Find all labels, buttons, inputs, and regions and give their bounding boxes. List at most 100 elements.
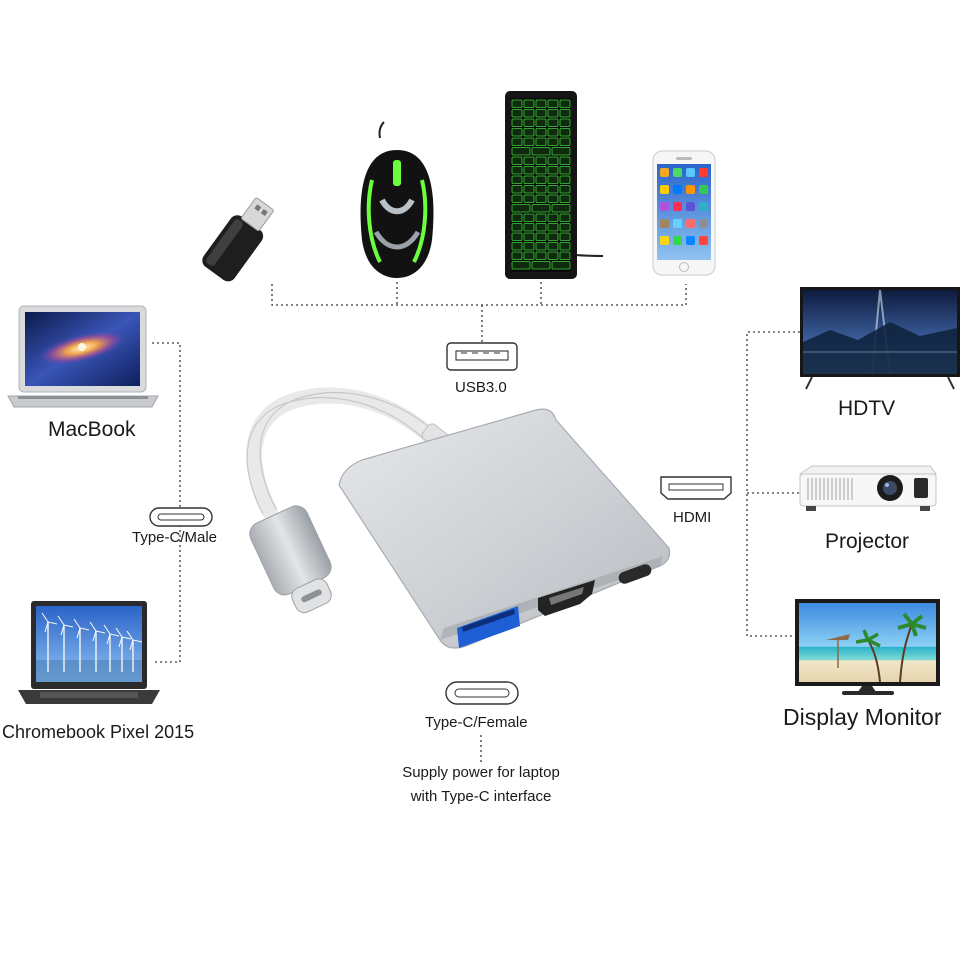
keyboard-key xyxy=(547,156,559,165)
keyboard-key xyxy=(559,232,571,241)
keyboard-key xyxy=(511,251,523,260)
app-icon xyxy=(699,236,708,245)
keyboard-key xyxy=(547,128,559,137)
gaming-mouse-icon xyxy=(360,121,434,278)
keyboard-keys xyxy=(511,99,571,270)
keyboard-key xyxy=(547,118,559,127)
label-hdmi: HDMI xyxy=(673,509,712,526)
backlit-keyboard-icon xyxy=(505,91,604,279)
keyboard-key xyxy=(511,223,523,232)
usb-c-hub-adapter-icon xyxy=(246,387,671,649)
app-icon xyxy=(660,236,669,245)
label-usb: USB3.0 xyxy=(455,379,507,396)
keyboard-key xyxy=(511,156,523,165)
keyboard-key xyxy=(535,175,547,184)
keyboard-key xyxy=(547,232,559,241)
keyboard-key xyxy=(547,109,559,118)
keyboard-key xyxy=(531,261,551,270)
keyboard-key xyxy=(559,109,571,118)
keyboard-key xyxy=(559,185,571,194)
keyboard-key xyxy=(551,261,571,270)
wind-turbine xyxy=(41,612,58,672)
type-c-female-port-symbol xyxy=(445,681,519,705)
keyboard-key xyxy=(523,109,535,118)
tv-icon xyxy=(800,287,960,390)
keyboard-key xyxy=(511,118,523,127)
keyboard-key xyxy=(523,118,535,127)
keyboard-key xyxy=(511,128,523,137)
keyboard-key xyxy=(535,232,547,241)
phone-app-icons xyxy=(660,168,708,245)
label-macbook: MacBook xyxy=(48,418,136,441)
app-icon xyxy=(660,168,669,177)
keyboard-key xyxy=(531,204,551,213)
keyboard-key xyxy=(535,194,547,203)
keyboard-key xyxy=(559,137,571,146)
app-icon xyxy=(660,202,669,211)
wind-turbine xyxy=(103,624,120,672)
keyboard-key xyxy=(511,137,523,146)
app-icon xyxy=(673,168,682,177)
left-bracket-line xyxy=(152,342,181,663)
wind-turbine xyxy=(73,618,90,672)
label-type-c-female: Type-C/Female xyxy=(425,714,528,731)
app-icon xyxy=(660,219,669,228)
keyboard-key xyxy=(547,99,559,108)
app-icon xyxy=(673,202,682,211)
keyboard-key xyxy=(511,147,531,156)
app-icon xyxy=(686,185,695,194)
keyboard-key xyxy=(523,251,535,260)
keyboard-key xyxy=(551,204,571,213)
keyboard-key xyxy=(559,251,571,260)
monitor-icon xyxy=(795,599,940,695)
keyboard-key xyxy=(559,175,571,184)
keyboard-key xyxy=(547,251,559,260)
laptop-icon xyxy=(18,601,160,704)
app-icon xyxy=(686,168,695,177)
app-icon xyxy=(699,202,708,211)
keyboard-key xyxy=(535,185,547,194)
type-c-male-port-symbol xyxy=(149,507,213,527)
keyboard-key xyxy=(523,156,535,165)
keyboard-key xyxy=(535,99,547,108)
label-supply-power: Supply power for laptop with Type-C inte… xyxy=(381,761,581,809)
keyboard-key xyxy=(535,128,547,137)
keyboard-key xyxy=(523,175,535,184)
connector-lines xyxy=(152,282,800,762)
keyboard-key xyxy=(531,147,551,156)
keyboard-key xyxy=(559,223,571,232)
keyboard-key xyxy=(547,137,559,146)
projector-icon xyxy=(798,465,937,511)
keyboard-key xyxy=(535,251,547,260)
label-hdtv: HDTV xyxy=(838,397,896,420)
keyboard-key xyxy=(559,242,571,251)
keyboard-key xyxy=(523,242,535,251)
wind-turbine xyxy=(57,615,74,672)
keyboard-key xyxy=(535,137,547,146)
keyboard-key xyxy=(559,213,571,222)
keyboard-key xyxy=(535,213,547,222)
keyboard-key xyxy=(547,185,559,194)
keyboard-key xyxy=(511,232,523,241)
app-icon xyxy=(673,185,682,194)
keyboard-key xyxy=(535,118,547,127)
keyboard-key xyxy=(535,156,547,165)
keyboard-key xyxy=(511,194,523,203)
keyboard-key xyxy=(523,223,535,232)
label-display-monitor: Display Monitor xyxy=(783,704,942,730)
label-supply-line2: with Type-C interface xyxy=(410,788,552,805)
app-icon xyxy=(686,219,695,228)
app-icon xyxy=(686,236,695,245)
label-chromebook: Chromebook Pixel 2015 xyxy=(2,722,195,742)
keyboard-key xyxy=(511,185,523,194)
keyboard-key xyxy=(511,242,523,251)
hdmi-port-symbol xyxy=(660,476,732,500)
keyboard-key xyxy=(559,194,571,203)
usb-top-bus-line xyxy=(271,284,687,306)
right-bracket-line xyxy=(746,331,800,637)
keyboard-key xyxy=(547,166,559,175)
keyboard-key xyxy=(559,166,571,175)
app-icon xyxy=(699,185,708,194)
label-projector: Projector xyxy=(825,530,910,553)
keyboard-key xyxy=(535,242,547,251)
